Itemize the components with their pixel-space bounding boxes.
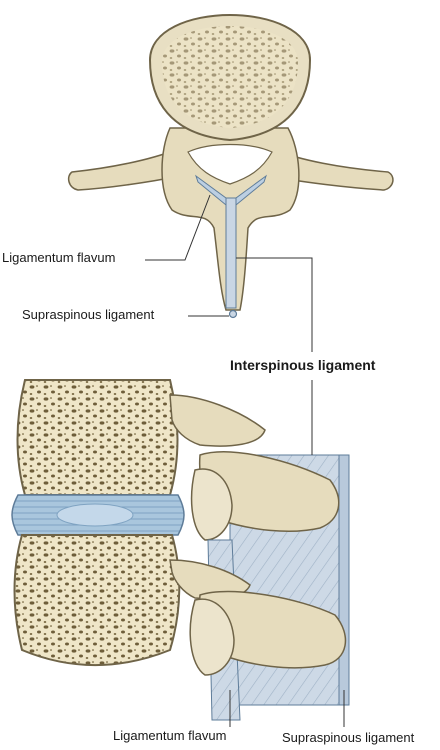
lower-vertebral-body [13, 534, 181, 666]
interspinous-ligament-top [225, 197, 237, 309]
vertebral-body-cancellous [162, 26, 298, 128]
leader-ligamentum-flavum-top [145, 194, 211, 261]
upper-vertebral-body [16, 379, 179, 496]
label-ligamentum-flavum-bottom: Ligamentum flavum [113, 728, 227, 743]
upper-pedicle [169, 394, 266, 447]
lower-articular-process [189, 598, 235, 676]
label-interspinous-ligament: Interspinous ligament [230, 357, 376, 373]
label-ligamentum-flavum-top: Ligamentum flavum [2, 250, 116, 265]
left-transverse-process [67, 148, 181, 191]
supraspinous-ligament-band [338, 454, 350, 706]
label-supraspinous-ligament-bottom: Supraspinous ligament [282, 730, 415, 745]
leader-lines [145, 194, 345, 727]
top-vertebra-superior-view [67, 13, 394, 319]
upper-articular-process [190, 468, 233, 541]
right-transverse-process [269, 148, 394, 191]
nucleus-pulposus [56, 503, 134, 527]
leader-interspinous [236, 257, 313, 352]
label-supraspinous-ligament-top: Supraspinous ligament [22, 307, 155, 322]
vertebral-foramen [187, 143, 273, 185]
supraspinous-ligament-top [228, 309, 238, 319]
bottom-lateral-view [11, 379, 350, 721]
